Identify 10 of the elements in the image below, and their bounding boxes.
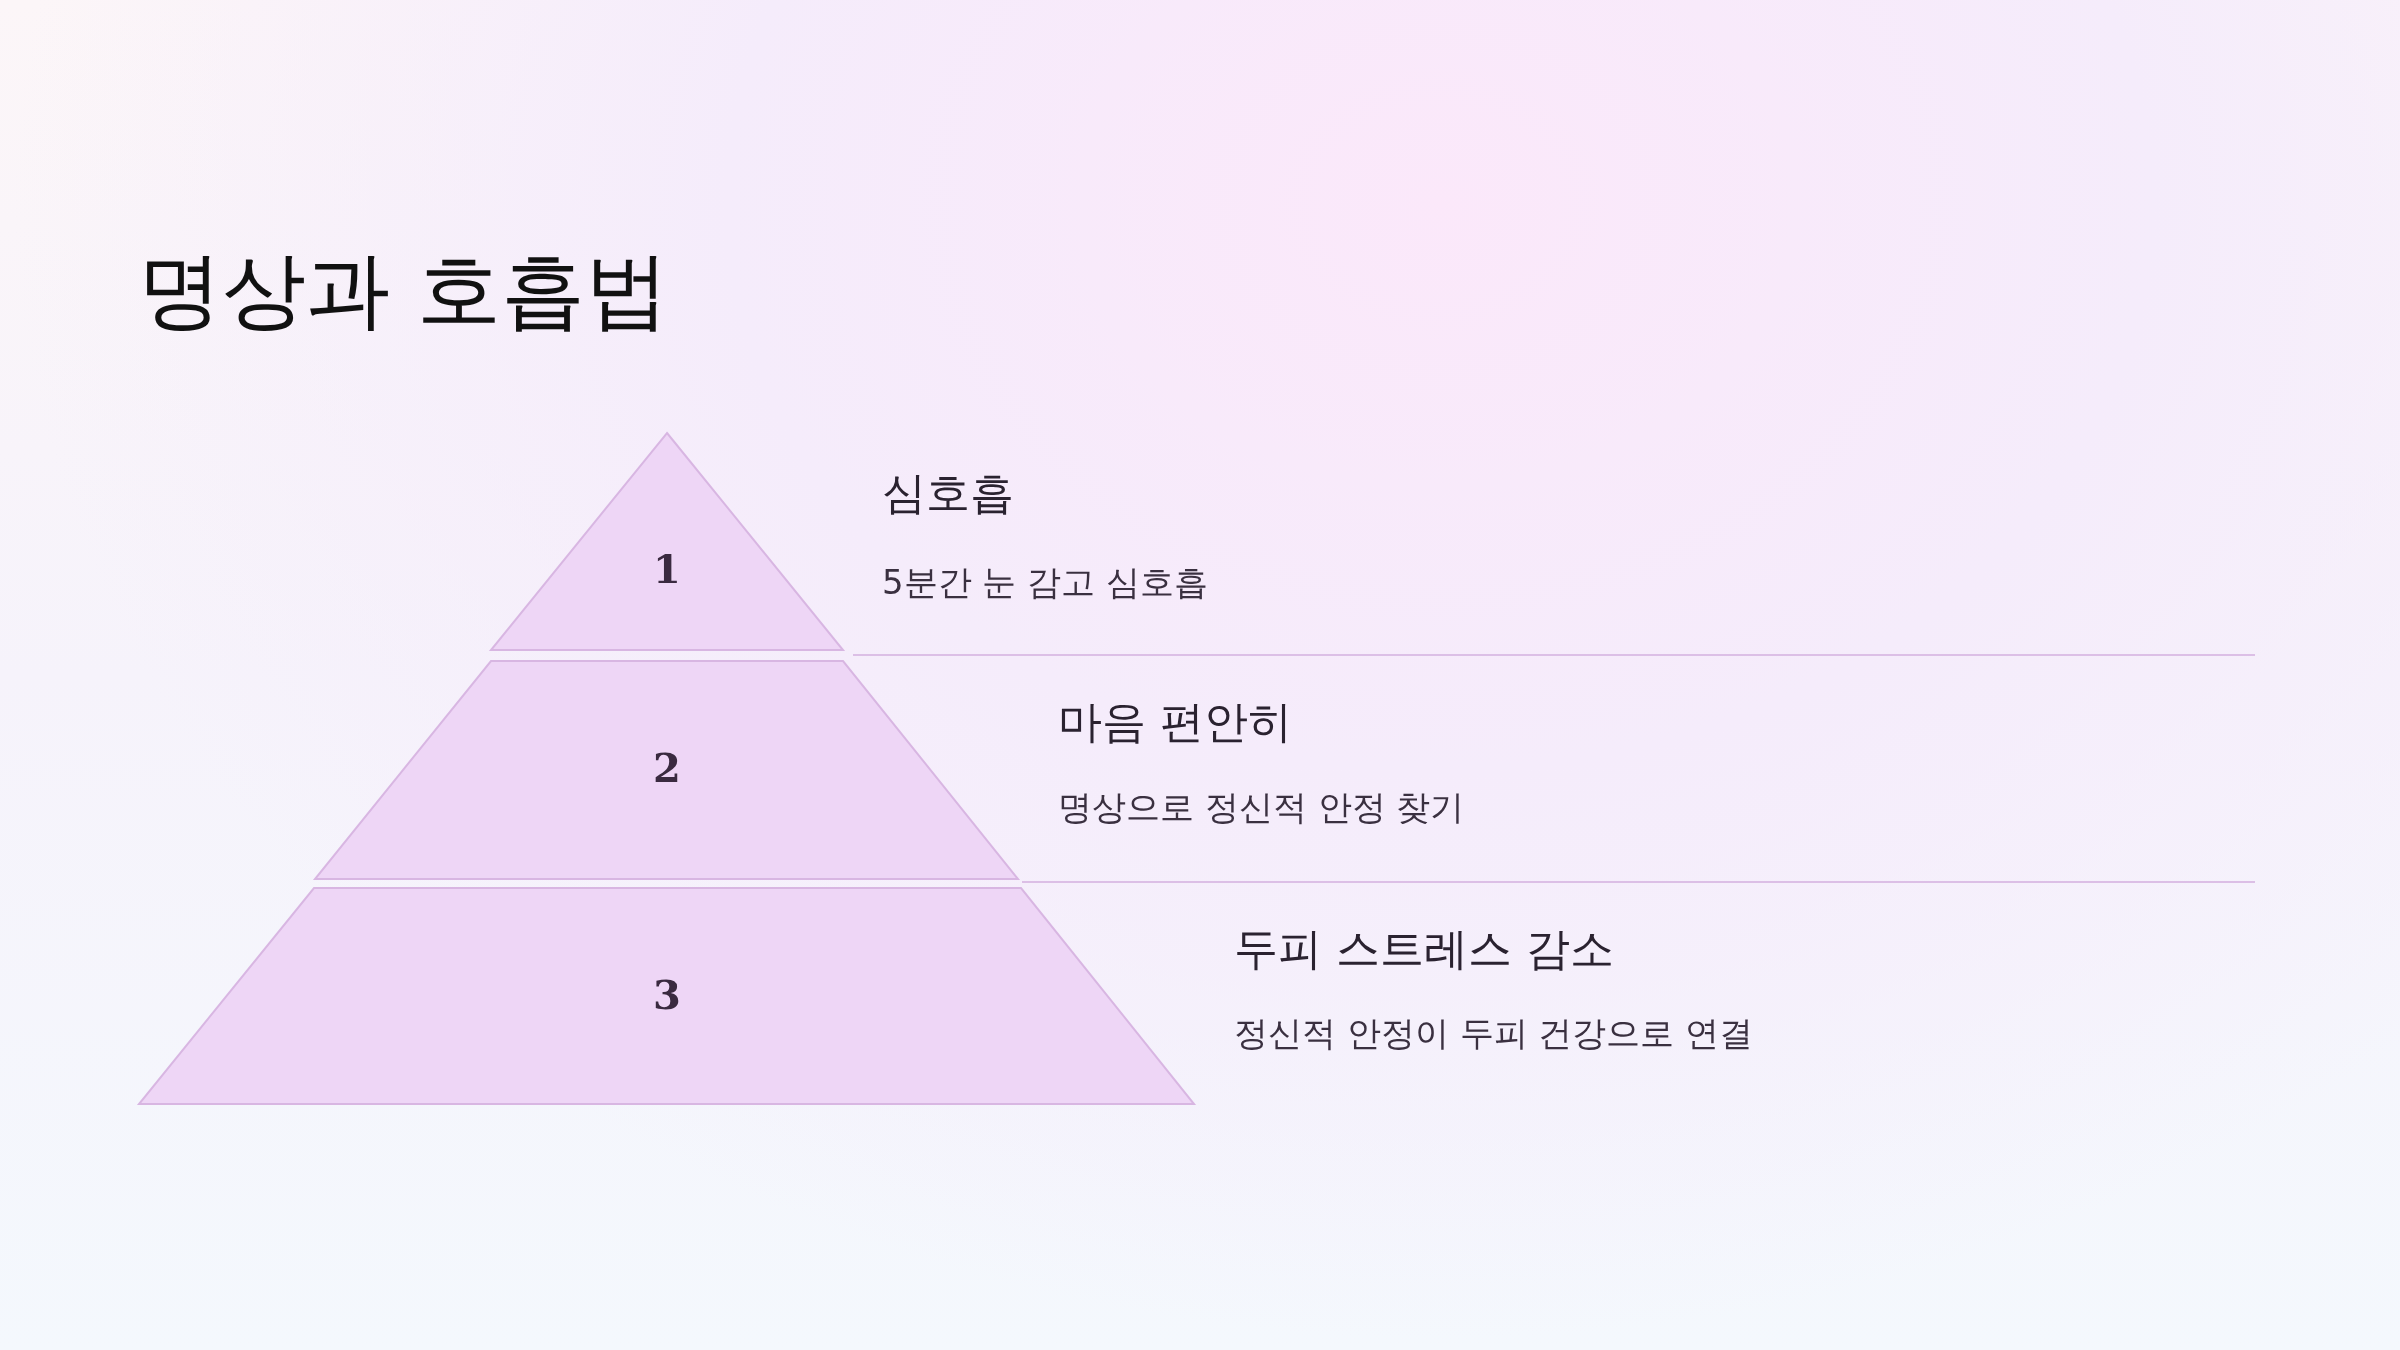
tier-description: 정신적 안정이 두피 건강으로 연결	[1234, 1012, 1754, 1055]
tier-description: 명상으로 정신적 안정 찾기	[1058, 786, 1465, 829]
title: 명상과 호흡법	[138, 240, 669, 341]
tier-heading: 마음 편안히	[1058, 695, 1292, 749]
tier-heading: 심호흡	[882, 466, 1014, 520]
tier-number: 2	[653, 744, 681, 792]
tier-heading: 두피 스트레스 감소	[1234, 922, 1614, 976]
tier-description: 5분간 눈 감고 심호흡	[882, 561, 1209, 604]
tier-number: 3	[653, 971, 681, 1019]
tier-number: 1	[653, 545, 681, 593]
